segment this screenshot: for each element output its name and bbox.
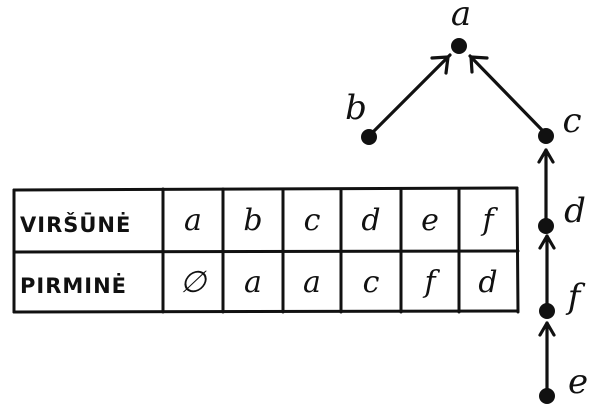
vertex-cell: e bbox=[421, 203, 439, 238]
vertex-cell: a bbox=[184, 203, 202, 238]
parent-row: ∅ a a c f d bbox=[180, 265, 498, 300]
node-c bbox=[538, 128, 554, 144]
table-border-top bbox=[12, 186, 519, 192]
node-d bbox=[538, 218, 554, 234]
parent-cell: f bbox=[422, 265, 440, 300]
table-border-middle bbox=[12, 249, 520, 254]
arrowhead-icon bbox=[430, 55, 450, 75]
table-border-bottom bbox=[12, 309, 520, 314]
node-label-b: b bbox=[345, 88, 367, 128]
parent-cell: c bbox=[363, 265, 380, 300]
parent-cell-empty-set: ∅ bbox=[180, 265, 208, 300]
parent-tree: a b c d f e bbox=[345, 0, 588, 404]
edge-f-d bbox=[538, 234, 556, 306]
node-label-d: d bbox=[564, 191, 586, 231]
arrowhead-icon bbox=[469, 55, 489, 74]
parent-cell: a bbox=[303, 265, 321, 300]
edge-e-f bbox=[538, 321, 556, 391]
row-header-vertex: VIRŠŪNĖ bbox=[20, 212, 131, 237]
arrowhead-icon bbox=[538, 321, 556, 337]
arrowhead-icon bbox=[538, 234, 556, 250]
vertex-cell: c bbox=[304, 203, 321, 238]
parent-table: VIRŠŪNĖ PIRMINĖ a b c d e f ∅ a a c f d bbox=[12, 186, 520, 314]
vertex-cell: d bbox=[361, 203, 380, 238]
vertex-row: a b c d e f bbox=[184, 203, 498, 238]
node-a bbox=[451, 38, 467, 54]
parent-cell: d bbox=[478, 265, 497, 300]
edge-c-a bbox=[468, 54, 545, 133]
node-f bbox=[539, 303, 555, 319]
edge-d-c bbox=[537, 148, 555, 221]
node-label-f: f bbox=[565, 277, 586, 317]
node-label-a: a bbox=[451, 0, 471, 34]
edge-b-a bbox=[370, 53, 452, 135]
node-label-c: c bbox=[562, 101, 581, 141]
table-border-right bbox=[515, 186, 520, 314]
vertex-cell: b bbox=[243, 203, 262, 238]
parent-cell: a bbox=[244, 265, 262, 300]
node-label-e: e bbox=[568, 362, 588, 402]
row-header-parent: PIRMINĖ bbox=[20, 273, 127, 298]
vertex-cell: f bbox=[480, 203, 498, 238]
arrowhead-icon bbox=[537, 148, 555, 164]
node-e bbox=[539, 388, 555, 404]
node-b bbox=[361, 129, 377, 145]
